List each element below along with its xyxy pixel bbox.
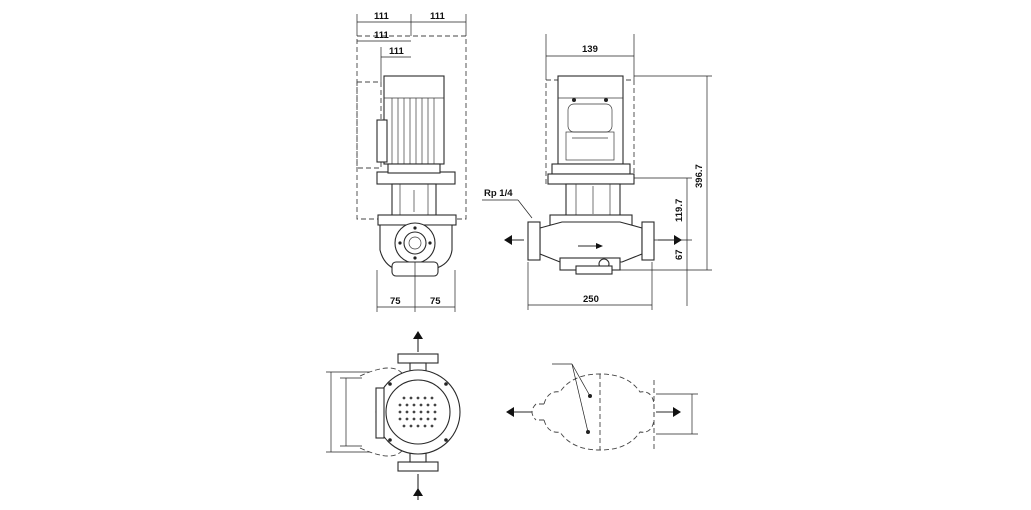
pump-volute xyxy=(539,221,643,263)
side-view: Rp 1/4 139 250 396.7 119.7 67 xyxy=(482,34,712,310)
motor-fan-cover xyxy=(375,369,461,455)
motor-flange xyxy=(376,171,456,185)
outlet-flange-side xyxy=(641,221,655,261)
dim-bottom-1: 75 xyxy=(390,296,401,307)
dim-top-4: 111 xyxy=(389,46,405,57)
motor-body xyxy=(383,75,445,165)
dim-width-top: 139 xyxy=(582,44,598,55)
dim-bottom-2: 75 xyxy=(430,296,441,307)
dim-length: 250 xyxy=(583,294,599,305)
flange-bottom xyxy=(397,461,439,472)
dim-total-height: 396.7 xyxy=(694,164,705,188)
dim-port-height: 67 xyxy=(674,249,685,260)
dim-top-3: 111 xyxy=(374,30,390,41)
dim-top-1: 111 xyxy=(374,11,390,22)
top-view xyxy=(326,331,461,500)
dim-top-2: 111 xyxy=(430,11,446,22)
dim-shaft-height: 119.7 xyxy=(674,199,685,222)
flange-top xyxy=(397,353,439,364)
plan-view xyxy=(506,363,698,451)
connection-label: Rp 1/4 xyxy=(484,188,513,199)
front-view: 111 111 111 111 75 75 xyxy=(356,11,467,312)
inlet-flange-side xyxy=(527,221,541,261)
